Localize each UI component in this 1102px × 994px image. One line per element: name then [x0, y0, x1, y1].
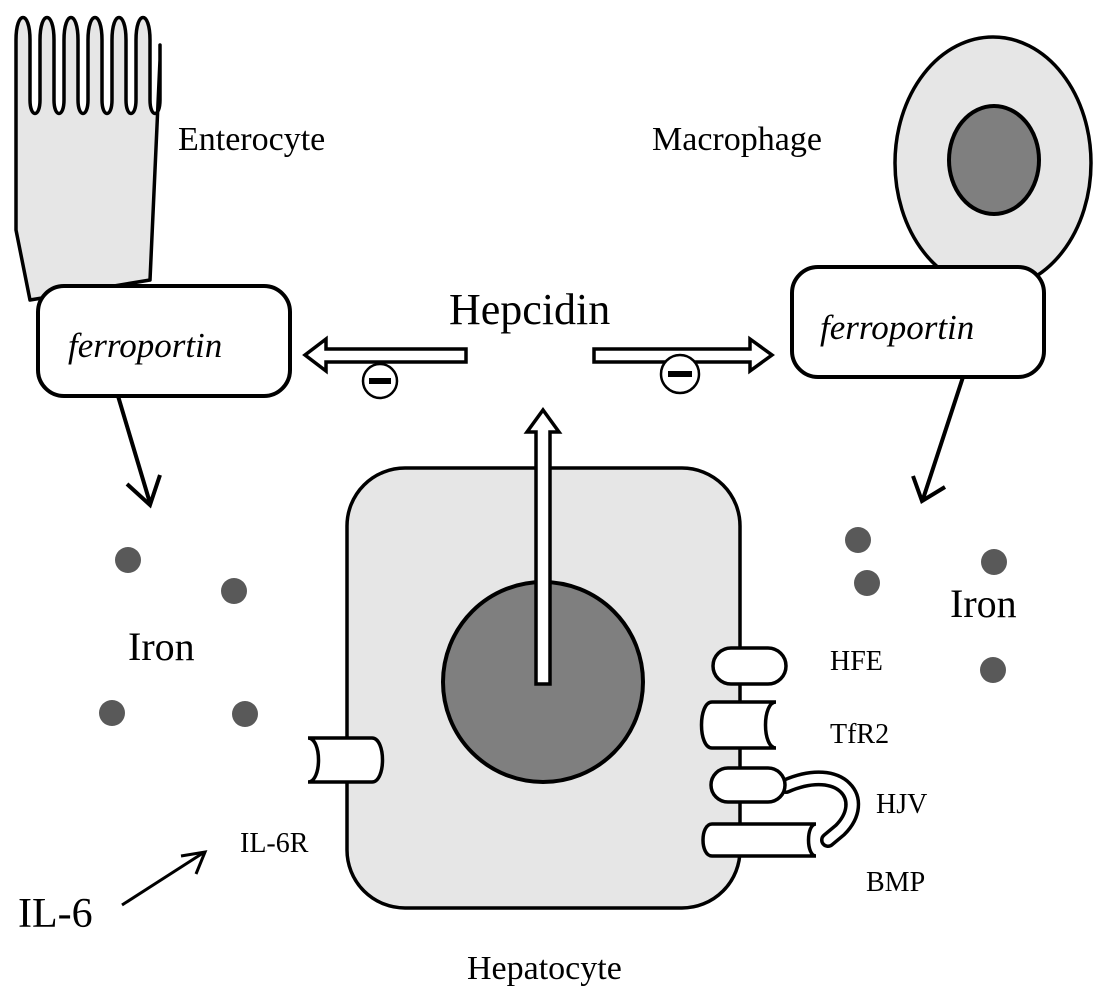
hjv-label: HJV [876, 789, 927, 820]
il6-label: IL-6 [18, 891, 93, 937]
iron-release-arrow-left [118, 396, 160, 505]
macrophage-cell [895, 37, 1091, 289]
iron-dot [232, 701, 258, 727]
macrophage-label: Macrophage [652, 121, 822, 158]
hepcidin-label: Hepcidin [449, 285, 610, 334]
iron-dot [221, 578, 247, 604]
iron-label-right: Iron [950, 581, 1017, 626]
ferroportin-label-left: ferroportin [68, 326, 222, 365]
iron-dot [854, 570, 880, 596]
iron-dot [980, 657, 1006, 683]
bmp-label: BMP [866, 867, 925, 898]
macrophage-nucleus [949, 106, 1039, 214]
minus-sign-left [363, 364, 397, 398]
minus-sign-right [661, 355, 699, 393]
tfr2-label: TfR2 [830, 719, 889, 750]
iron-release-arrow-right [913, 377, 963, 501]
iron-dot [981, 549, 1007, 575]
enterocyte-cell [16, 18, 160, 301]
ferroportin-label-right: ferroportin [820, 308, 974, 347]
hfe-receptor [713, 648, 786, 684]
tfr2-receptor [702, 702, 777, 748]
iron-label-left: Iron [128, 624, 195, 669]
iron-dot [115, 547, 141, 573]
hepatocyte-label: Hepatocyte [467, 950, 622, 987]
il6-receptor [308, 738, 383, 782]
il6r-label: IL-6R [240, 828, 309, 859]
il6-arrow [122, 852, 205, 905]
hfe-label: HFE [830, 646, 883, 677]
bmp-receptor [703, 824, 816, 856]
enterocyte-body [16, 18, 160, 301]
enterocyte-label: Enterocyte [178, 121, 325, 158]
iron-dot [99, 700, 125, 726]
iron-dot [845, 527, 871, 553]
